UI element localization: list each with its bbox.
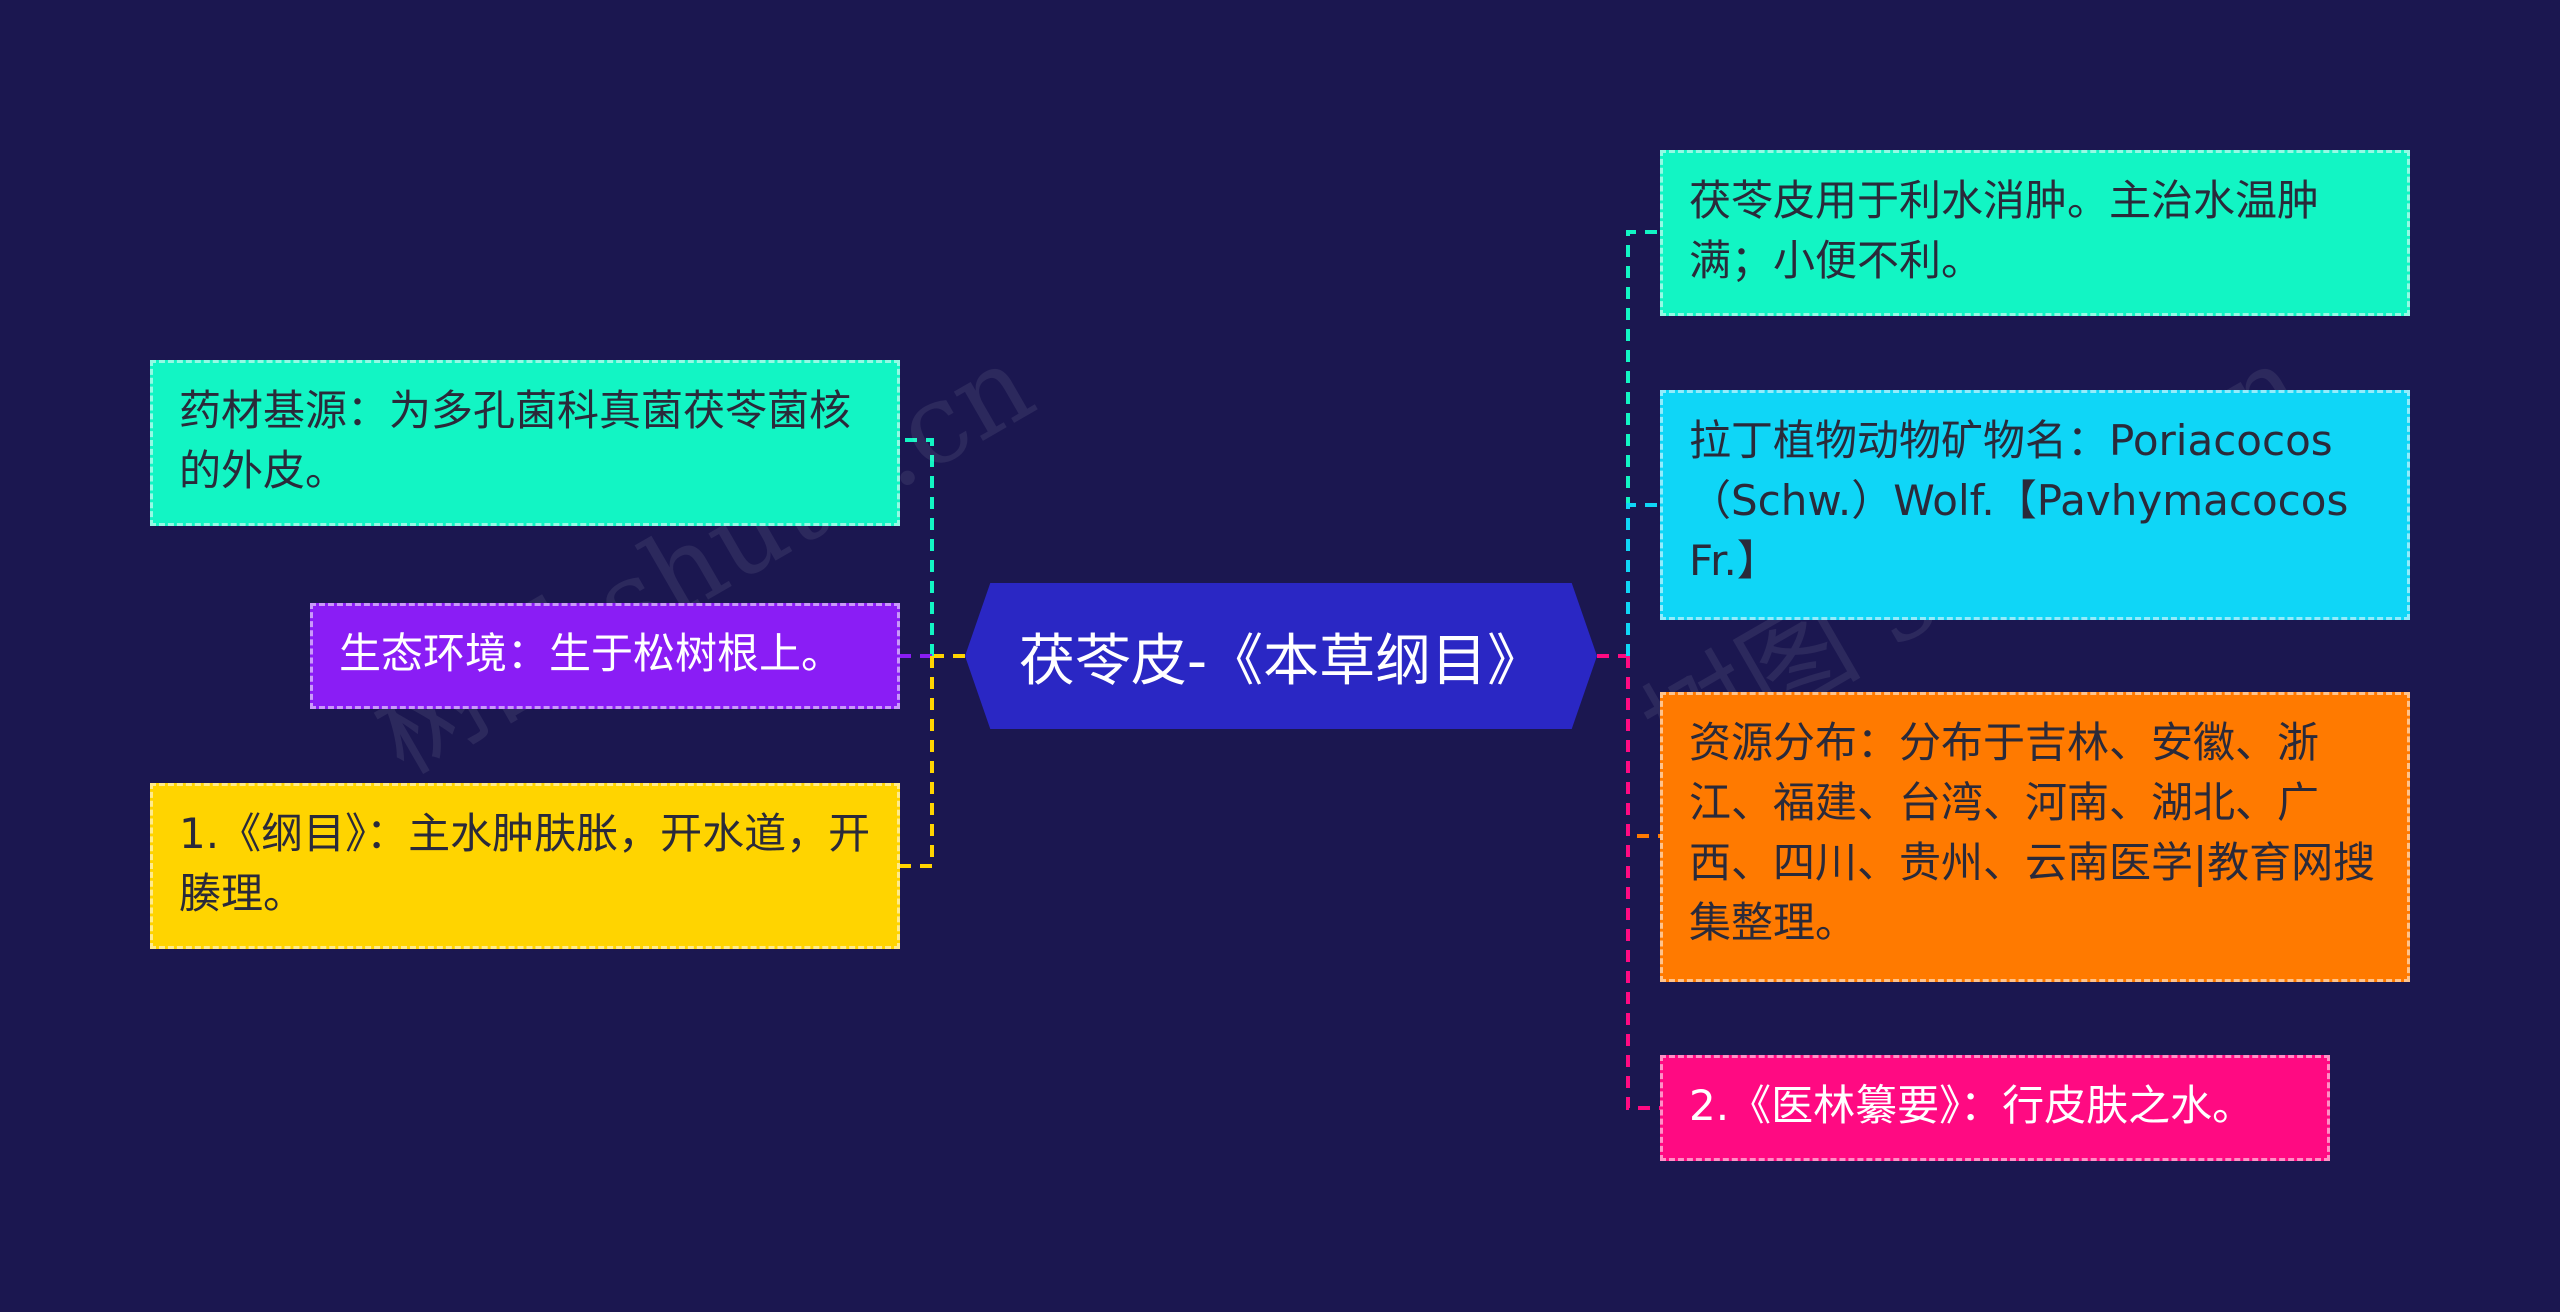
left-node-habitat[interactable]: 生态环境：生于松树根上。 [310,603,900,709]
connector-left-1 [900,438,934,656]
node-text: 1.《纲目》：主水肿肤胀，开水道，开腠理。 [179,809,871,918]
right-node-usage[interactable]: 茯苓皮用于利水消肿。主治水温肿满；小便不利。 [1660,150,2410,316]
right-node-distribution[interactable]: 资源分布：分布于吉林、安徽、浙江、福建、台湾、河南、湖北、广西、四川、贵州、云南… [1660,692,2410,982]
right-node-latin-name[interactable]: 拉丁植物动物矿物名：Poriacocos（Schw.）Wolf.【Pavhyma… [1660,390,2410,620]
connector-right-2 [1626,503,1660,656]
node-text: 资源分布：分布于吉林、安徽、浙江、福建、台湾、河南、湖北、广西、四川、贵州、云南… [1689,718,2376,947]
node-text: 2.《医林纂要》：行皮肤之水。 [1689,1081,2255,1130]
right-node-yilin[interactable]: 2.《医林纂要》：行皮肤之水。 [1660,1055,2330,1161]
left-node-gangmu[interactable]: 1.《纲目》：主水肿肤胀，开水道，开腠理。 [150,783,900,949]
node-text: 药材基源：为多孔菌科真菌茯苓菌核的外皮。 [179,386,852,495]
connector-right-3 [1626,656,1660,838]
central-topic[interactable]: 茯苓皮-《本草纲目》 [965,583,1597,729]
node-text: 拉丁植物动物矿物名：Poriacocos（Schw.）Wolf.【Pavhyma… [1689,416,2349,585]
connector-left-3 [900,656,934,868]
node-text: 茯苓皮用于利水消肿。主治水温肿满；小便不利。 [1689,176,2320,285]
left-node-source[interactable]: 药材基源：为多孔菌科真菌茯苓菌核的外皮。 [150,360,900,526]
connector-right-4 [1626,656,1660,1110]
central-topic-label: 茯苓皮-《本草纲目》 [1018,628,1544,694]
connector-right-1 [1626,230,1660,656]
node-text: 生态环境：生于松树根上。 [339,629,844,678]
